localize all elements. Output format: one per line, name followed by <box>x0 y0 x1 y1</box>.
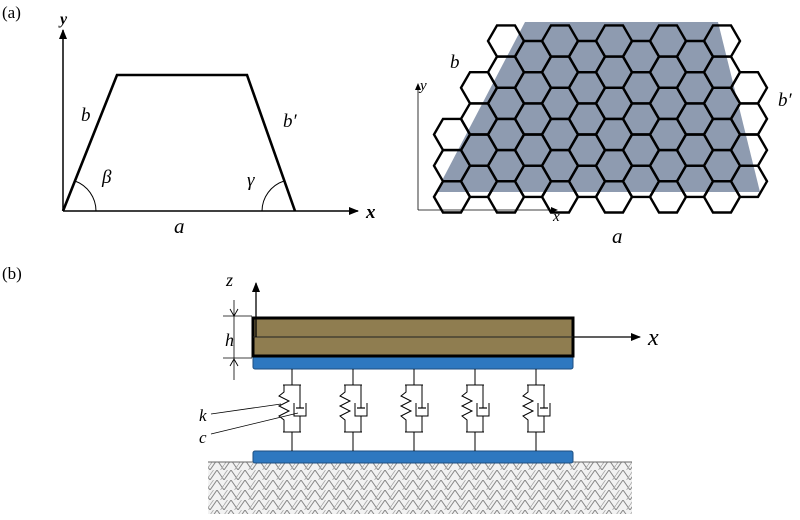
z-axis-label: z <box>225 270 233 290</box>
x-axis-label: x <box>365 202 376 223</box>
spring-damper-units <box>277 369 551 451</box>
spring <box>460 385 474 432</box>
thickness-label: h <box>225 330 234 350</box>
spring <box>399 385 413 432</box>
hexagon-cell <box>729 164 769 199</box>
spring <box>277 385 291 432</box>
angle-gamma-label: γ <box>247 170 255 191</box>
y-axis-label: y <box>58 11 68 28</box>
side-b-label: b <box>81 105 91 126</box>
damper-label: c <box>199 428 207 447</box>
spring-leader <box>210 403 282 415</box>
spring <box>338 385 352 432</box>
base-a-label: a <box>174 214 185 238</box>
hexagon-cell <box>729 70 769 105</box>
spring <box>521 385 535 432</box>
side-b-prime-label: b′ <box>283 111 298 132</box>
bottom-foundation-layer <box>252 450 574 464</box>
hexagon-grid <box>432 24 769 214</box>
trapezoid-shape <box>61 73 297 212</box>
x-axis-label-b: x <box>647 325 659 351</box>
angle-beta-arc <box>74 180 97 212</box>
honeycomb-base-a-label: a <box>612 224 623 248</box>
thickness-arrow-bottom <box>229 358 239 367</box>
angle-beta-label: β <box>101 167 112 188</box>
honeycomb-side-b-prime-label: b′ <box>778 90 793 111</box>
spring-label: k <box>199 406 207 425</box>
top-foundation-layer <box>252 355 574 370</box>
local-x-label: x <box>552 209 560 225</box>
angle-gamma-arc <box>261 180 285 212</box>
trapezoid-diagram: y x b b′ β γ a <box>58 11 376 238</box>
local-y-label: y <box>418 78 427 94</box>
panel-b-label: (b) <box>2 264 22 283</box>
honeycomb-side-b-label: b <box>450 52 460 73</box>
damper-leader <box>210 412 299 435</box>
thickness-arrow-top <box>229 308 239 317</box>
plate-foundation-diagram: z x h k c <box>199 270 659 514</box>
panel-a-label: (a) <box>2 3 21 22</box>
honeycomb-diagram: y x b b′ a <box>415 22 793 248</box>
ground-hatch <box>208 462 632 514</box>
